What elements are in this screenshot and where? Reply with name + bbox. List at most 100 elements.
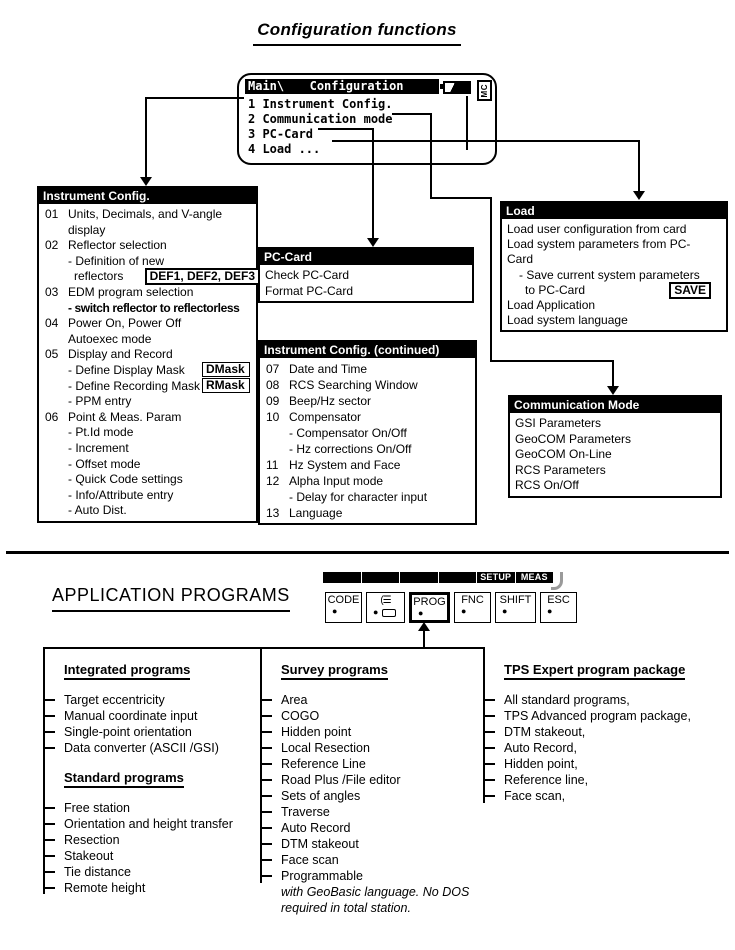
screen-title: Configuration [309,79,404,93]
program-item: Hidden point, [483,756,735,772]
menu-item[interactable]: 4 Load ... [248,142,321,156]
fnc-key[interactable]: FNC ● [454,592,491,623]
program-item: Auto Record, [483,740,735,756]
esc-key[interactable]: ESC ● [540,592,577,623]
box-row: Autoexec mode [68,331,152,346]
program-item: Data converter (ASCII /GSI) [43,740,259,756]
program-item: Manual coordinate input [43,708,259,724]
arrow-down-icon [607,386,619,395]
tps-expert-column: TPS Expert program package All standard … [483,655,735,804]
box-header: Instrument Config. [39,188,256,204]
program-group-header: Standard programs [64,770,184,788]
program-group-header: TPS Expert program package [504,662,686,680]
program-item: DTM stakeout, [483,724,735,740]
softkey-blank [400,572,438,583]
program-item: Reference Line [260,756,482,772]
main-menu-list: 1 Instrument Config.2 Communication mode… [248,97,393,157]
box-row: Load Application [507,298,596,313]
section-divider [6,551,729,554]
bracket-line [483,647,485,803]
connector-line [392,113,432,115]
connector-line [423,630,425,648]
program-item: Target eccentricity [43,692,259,708]
program-item: All standard programs, [483,692,735,708]
box-row: - Hz corrections On/Off [289,442,412,456]
page-title: Configuration functions [237,20,477,46]
program-note: with GeoBasic language. No DOS required … [281,885,470,915]
connector-line [145,97,147,178]
key-dot-icon: ● [332,606,338,616]
box-row: display [68,222,106,237]
box-row: Check PC-Card [265,268,350,282]
program-item: Local Resection [260,740,482,756]
softkey-meas[interactable]: MEAS [515,572,553,583]
program-item: COGO [260,708,482,724]
connector-line [466,96,468,150]
box-row: RCS Parameters [515,462,606,477]
program-item: Orientation and height transfer [43,816,259,832]
code-key[interactable]: CODE ● [325,592,362,623]
prog-key[interactable]: PROG ● [409,592,450,623]
program-item: Area [260,692,482,708]
display-bezel-corner [551,572,563,590]
arrow-down-icon [633,191,645,200]
program-group-header: Integrated programs [64,662,191,680]
softkey-setup[interactable]: SETUP [477,572,515,583]
key-dot-icon: ● [502,606,508,616]
menu-item[interactable]: 2 Communication mode [248,112,393,126]
box-row: GSI Parameters [515,416,602,430]
shift-key[interactable]: SHIFT ● [495,592,536,623]
box-row: - Info/Attribute entry [68,487,174,502]
softkey-tag: DMask [202,361,250,377]
device-screen: Main\ Configuration MC 1 Instrument Conf… [237,73,497,165]
program-item: Traverse [260,804,482,820]
box-header: Load [502,203,726,219]
box-row: - Delay for character input [289,490,428,504]
box-row: Format PC-Card [265,283,354,298]
box-row: - Save current system parameters [519,267,700,282]
box-row: - PPM entry [68,394,132,409]
box-row: - Compensator On/Off [289,426,407,440]
box-row: - Offset mode [68,456,141,471]
softkey-blank [438,572,476,583]
box-row: - Auto Dist. [68,503,127,518]
box-row: Load system language [507,313,628,328]
connector-line [430,197,492,199]
connector-line [430,113,432,199]
screen-title-bar: Main\ Configuration [245,79,439,94]
illumination-level-key[interactable]: (☰ ● [366,592,405,623]
menu-item[interactable]: 3 PC-Card [248,127,314,141]
program-item: Stakeout [43,848,259,864]
bracket-line [260,647,262,883]
box-header: PC-Card [260,249,472,265]
menu-path: Main\ [248,79,285,93]
box-row: - Pt.Id mode [68,425,134,440]
connector-line [490,197,492,362]
program-item: Sets of angles [260,788,482,804]
level-vial-icon [382,608,397,617]
program-item: Hidden point [260,724,482,740]
menu-item[interactable]: 1 Instrument Config. [248,97,393,111]
box-row: Load system parameters from PC- [507,237,691,252]
box-row: GeoCOM On-Line [515,447,612,462]
program-item: Single-point orientation [43,724,259,740]
arrow-up-icon [418,622,430,631]
connector-line [612,360,614,388]
illumination-level-icon: (☰ [380,595,391,606]
